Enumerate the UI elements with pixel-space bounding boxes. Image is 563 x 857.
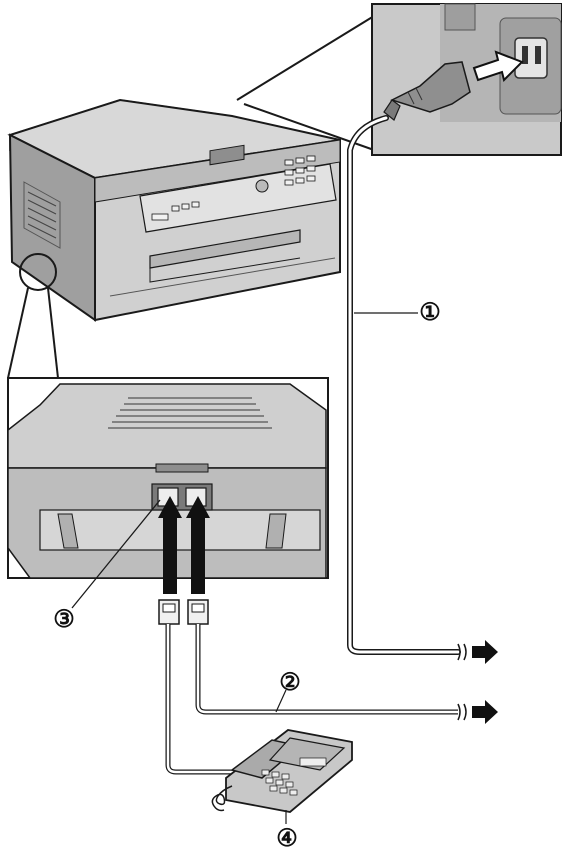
callout-telephone-line-cord: ② [279, 669, 301, 696]
power-inlet-inset [236, 3, 562, 156]
direction-arrow-icon [472, 700, 498, 724]
callout-leader [71, 499, 161, 609]
modular-plug-icon [158, 496, 210, 625]
telephone-line-cord [195, 624, 498, 724]
detail-circle [19, 253, 57, 291]
rear-jacks-inset [7, 377, 329, 579]
callout-leader [275, 689, 287, 713]
direction-arrow-icon [472, 640, 498, 664]
multifunction-device [7, 98, 341, 322]
power-cord [347, 115, 498, 664]
power-plug-icon [383, 61, 471, 121]
extension-telephone [211, 729, 353, 824]
direction-arrow-icon [472, 50, 524, 82]
callout-extension-telephone: ④ [276, 825, 298, 852]
extension-telephone-cord [165, 624, 236, 775]
callout-ext-jack: ③ [53, 606, 75, 633]
callout-power-cord: ① [419, 299, 441, 326]
